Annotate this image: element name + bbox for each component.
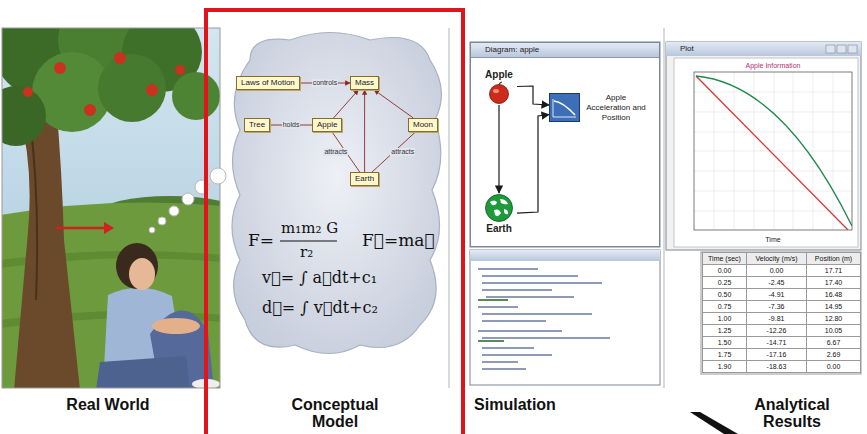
- stage-caption: Simulation: [455, 396, 575, 413]
- equation: F⃗=ma⃗: [362, 230, 435, 250]
- apple-block: Apple: [481, 69, 517, 105]
- panel-frame: [2, 28, 220, 388]
- class-box: Moon: [408, 118, 438, 132]
- table-cell: 1.90: [702, 360, 747, 373]
- equation: d⃗= ∫ v⃗dt+c₂: [262, 298, 378, 317]
- diagram-window-ground: [470, 42, 660, 247]
- class-box: Earth: [350, 172, 379, 186]
- node-label: Apple Acceleration and Position: [584, 93, 648, 123]
- panel-separator: [449, 28, 664, 388]
- code-window: [470, 250, 660, 385]
- table-frame: [701, 252, 861, 374]
- gravity-arrow-head: [104, 222, 114, 234]
- block-icon: [549, 93, 580, 122]
- node-label: Earth: [355, 174, 374, 183]
- plot-label: Time: [765, 235, 780, 244]
- earth-icon: [484, 193, 514, 223]
- thought-bubbles: [149, 168, 226, 233]
- fraction-bar: [280, 240, 337, 241]
- class-box: Laws of Motion: [236, 76, 300, 90]
- connector: [374, 90, 413, 118]
- node-label: Apple: [481, 69, 517, 81]
- earth-block: Earth: [481, 193, 517, 235]
- stage-caption: Real World: [48, 396, 168, 413]
- connector: [517, 115, 549, 214]
- function-block: Apple Acceleration and Position: [549, 93, 648, 123]
- connector: [517, 86, 549, 105]
- window-title: Diagram: apple: [471, 43, 659, 58]
- apple-icon: [487, 81, 511, 105]
- window-title: Plot: [680, 44, 694, 54]
- node-label: Apple: [317, 120, 337, 129]
- equation: F=: [248, 230, 274, 250]
- node-label: Earth: [481, 223, 517, 235]
- equation: r₂: [300, 243, 313, 261]
- apples: [23, 52, 185, 116]
- diagram-window: Diagram: appleAppleApple Acceleration an…: [470, 42, 660, 247]
- connector: [498, 105, 499, 193]
- edge-label: holds: [282, 121, 301, 129]
- node-label: Tree: [249, 120, 265, 129]
- class-box: Apple: [312, 118, 342, 132]
- connector: [334, 90, 359, 118]
- plot-label: Apple Information: [746, 61, 801, 70]
- bark: [30, 120, 37, 300]
- edge-label: attracts: [390, 148, 415, 156]
- equation: m₁m₂ G: [281, 219, 338, 237]
- edge-label: controls: [312, 79, 339, 87]
- node-label: Mass: [355, 78, 374, 87]
- gravity-arrow: [56, 227, 104, 230]
- equation: v⃗= ∫ a⃗dt+c₁: [262, 268, 377, 287]
- class-box: Mass: [350, 76, 379, 90]
- real-world-scene: [2, 28, 220, 388]
- connector: [372, 132, 415, 172]
- flow-arrow: [690, 412, 738, 434]
- node-label: Laws of Motion: [241, 78, 295, 87]
- highlight-frame: [206, 10, 463, 434]
- table-cell: -18.63: [746, 360, 807, 373]
- class-box: Tree: [244, 118, 270, 132]
- table-cell: 0.00: [806, 360, 861, 373]
- stage-caption: Analytical Results: [737, 396, 847, 430]
- node-label: Moon: [413, 120, 433, 129]
- thought-cloud: [232, 33, 441, 354]
- sitting-person: [96, 243, 220, 388]
- plot-window: [666, 42, 861, 250]
- stage-caption: Conceptual Model: [275, 396, 395, 430]
- connector: [364, 90, 365, 172]
- tree-foliage: [2, 28, 220, 146]
- edge-label: attracts: [323, 148, 348, 156]
